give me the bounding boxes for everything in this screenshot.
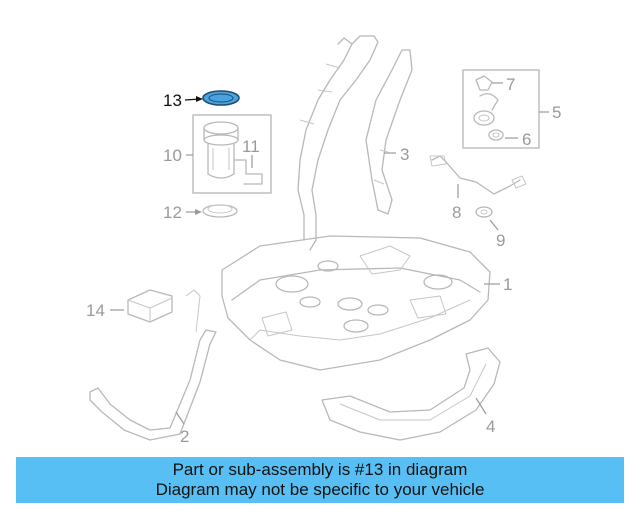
part-6-seal[interactable]	[488, 129, 504, 141]
arrow-13-icon	[196, 96, 203, 102]
part-9-washer[interactable]	[475, 206, 493, 218]
part-3-vent-pipe[interactable]	[365, 49, 413, 215]
callout-9: 9	[496, 231, 505, 250]
part-1-fuel-tank[interactable]	[221, 235, 491, 371]
parts-diagram: 13 11 10 12 14 3	[86, 35, 561, 446]
callout-4: 4	[486, 417, 495, 436]
callout-13: 13	[163, 91, 182, 110]
callout-14: 14	[86, 301, 105, 320]
part-2-strap[interactable]	[89, 289, 217, 441]
banner-line-1: Part or sub-assembly is #13 in diagram	[172, 460, 468, 479]
callout-2: 2	[180, 427, 189, 446]
banner-line-2: Diagram may not be specific to your vehi…	[155, 480, 485, 499]
part-13-gasket[interactable]	[202, 90, 240, 106]
part-14-control-module[interactable]	[127, 289, 173, 323]
part-8-hose[interactable]	[429, 155, 527, 195]
part-4-bracket[interactable]	[321, 347, 501, 441]
info-banner: Part or sub-assembly is #13 in diagram D…	[16, 457, 624, 503]
part-7-clip[interactable]	[475, 75, 493, 91]
part-12-lock-ring[interactable]	[202, 204, 238, 218]
group-box-10	[192, 114, 272, 194]
part-5-cap[interactable]	[473, 93, 499, 126]
part-10-fuel-pump[interactable]	[203, 121, 263, 185]
callout-8: 8	[452, 203, 461, 222]
group-box-5	[462, 69, 540, 149]
callout-5: 5	[552, 103, 561, 122]
callout-3: 3	[400, 145, 409, 164]
callout-10: 10	[163, 146, 182, 165]
callout-6: 6	[522, 130, 531, 149]
filler-pipe	[297, 35, 379, 251]
callout-11: 11	[242, 137, 260, 156]
callout-12: 12	[163, 203, 182, 222]
callout-7: 7	[506, 75, 515, 94]
callout-1: 1	[503, 275, 512, 294]
arrow-12-icon	[195, 209, 202, 215]
